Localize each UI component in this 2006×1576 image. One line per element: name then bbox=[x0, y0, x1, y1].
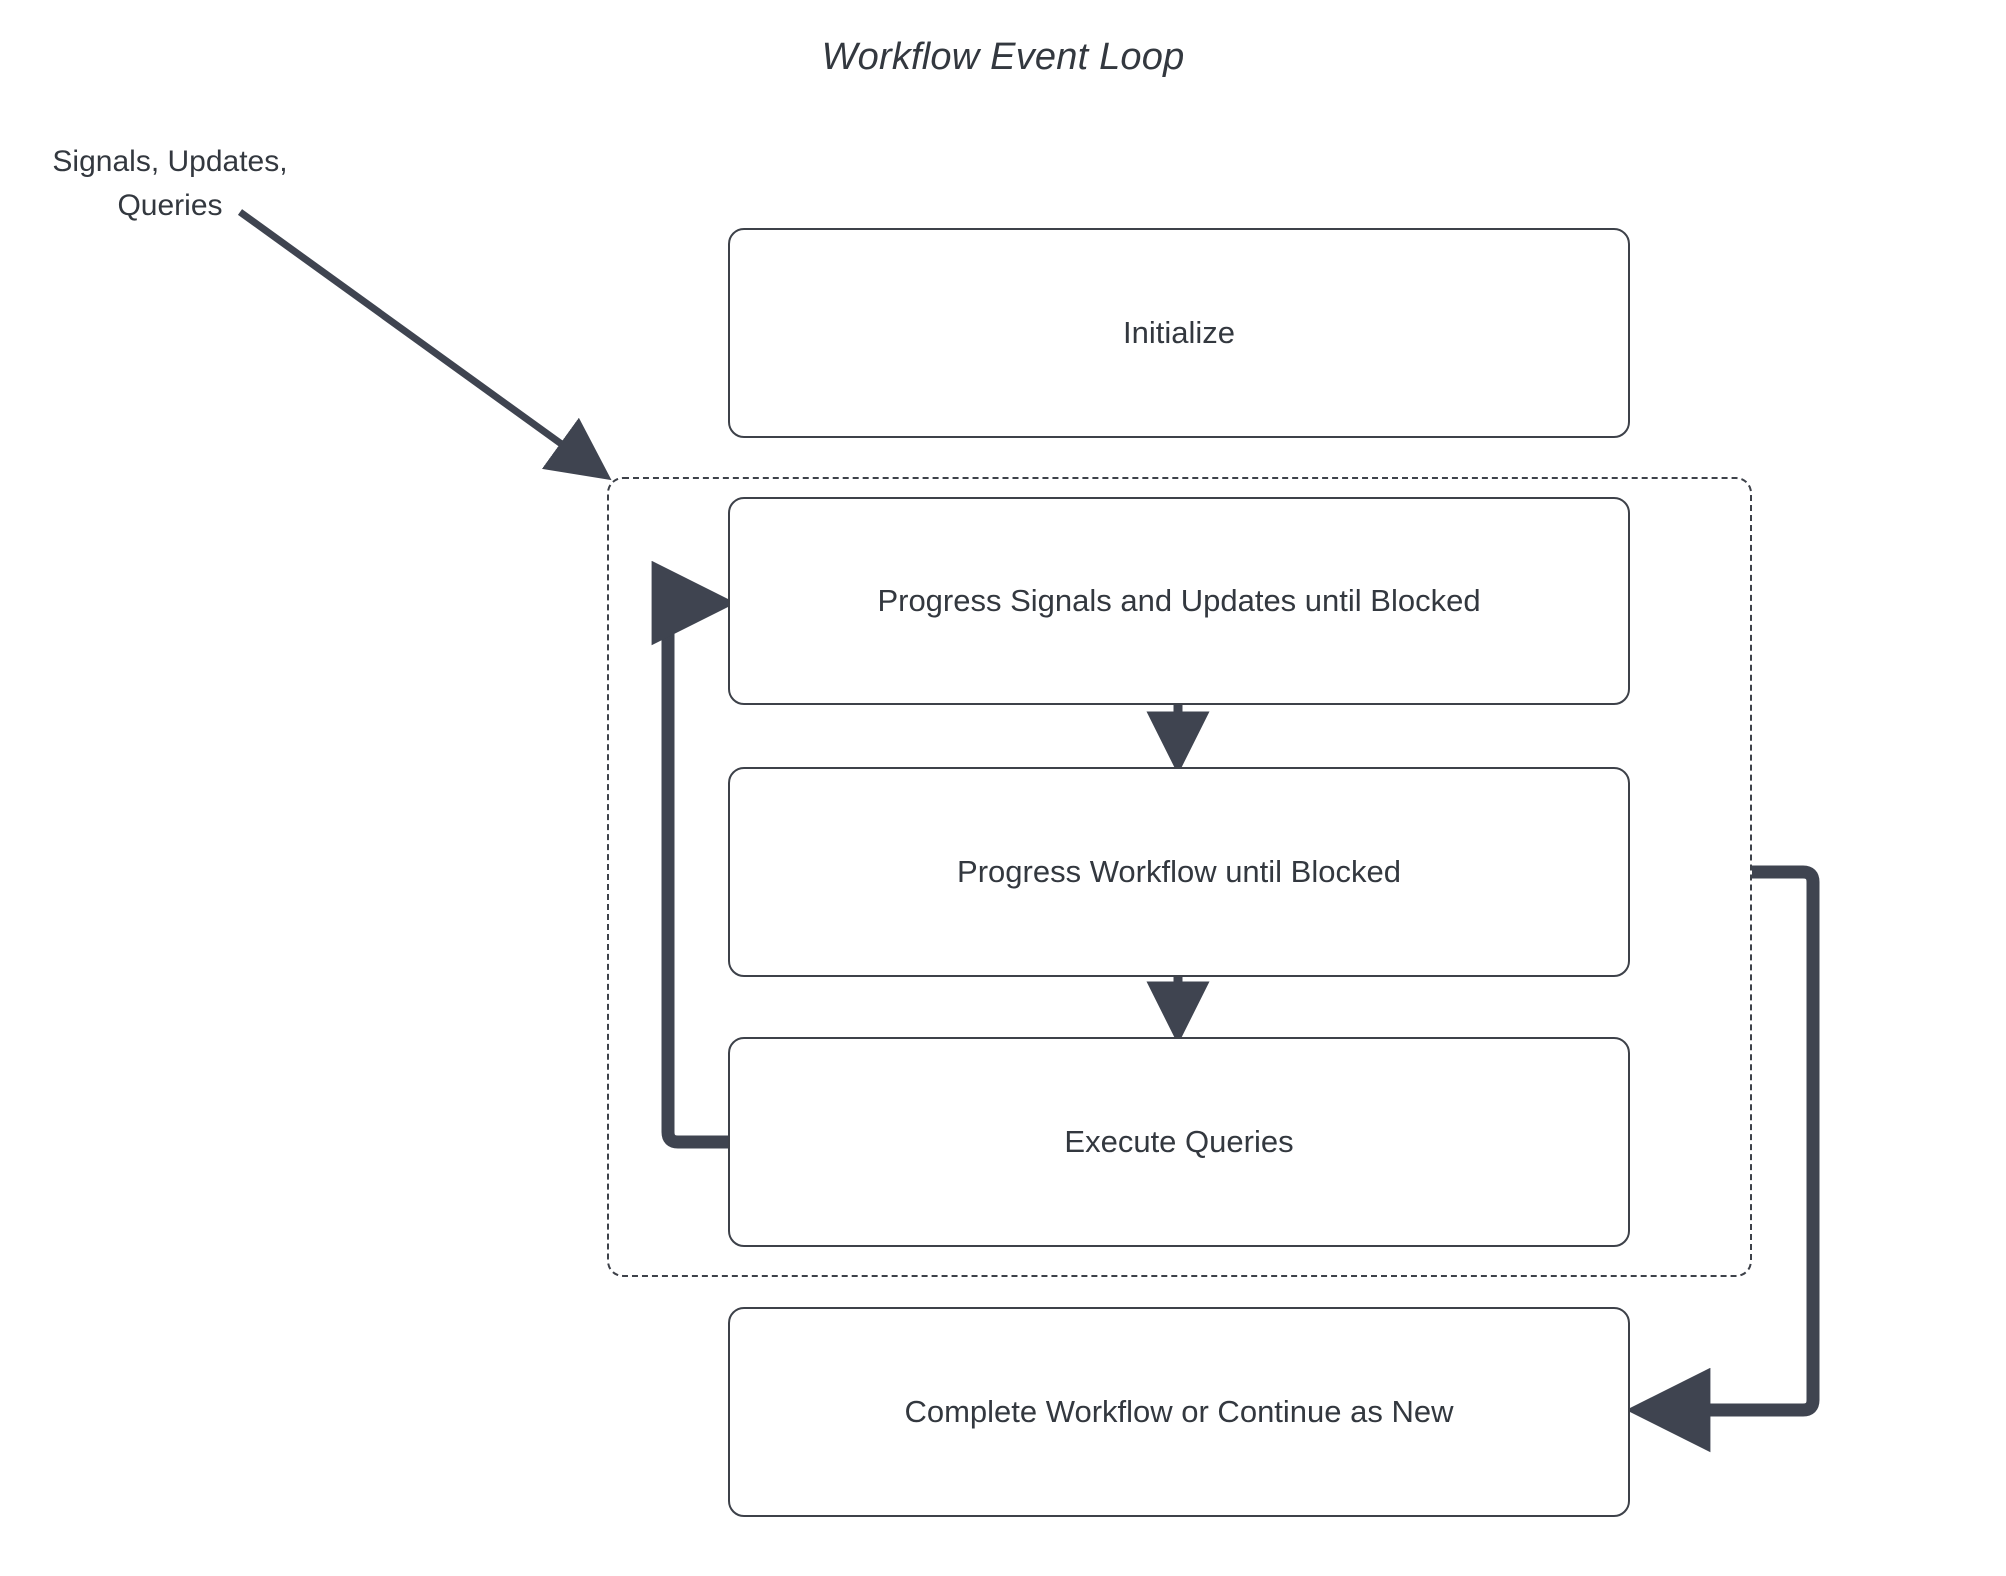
external-input-label-line1: Signals, Updates, bbox=[52, 145, 288, 178]
page-title: Workflow Event Loop bbox=[821, 36, 1185, 78]
node-progress-workflow[interactable]: Progress Workflow until Blocked bbox=[728, 767, 1630, 977]
arrow-external-signals bbox=[237, 209, 612, 481]
loop-group-container bbox=[607, 477, 1752, 1277]
node-execute-queries[interactable]: Execute Queries bbox=[728, 1037, 1630, 1247]
node-initialize[interactable]: Initialize bbox=[728, 228, 1630, 438]
node-complete-workflow[interactable]: Complete Workflow or Continue as New bbox=[728, 1307, 1630, 1517]
node-progress-signals-and-updates[interactable]: Progress Signals and Updates until Block… bbox=[728, 497, 1630, 705]
external-input-label: Signals, Updates, Queries bbox=[30, 140, 310, 228]
external-input-label-line2: Queries bbox=[117, 189, 223, 222]
